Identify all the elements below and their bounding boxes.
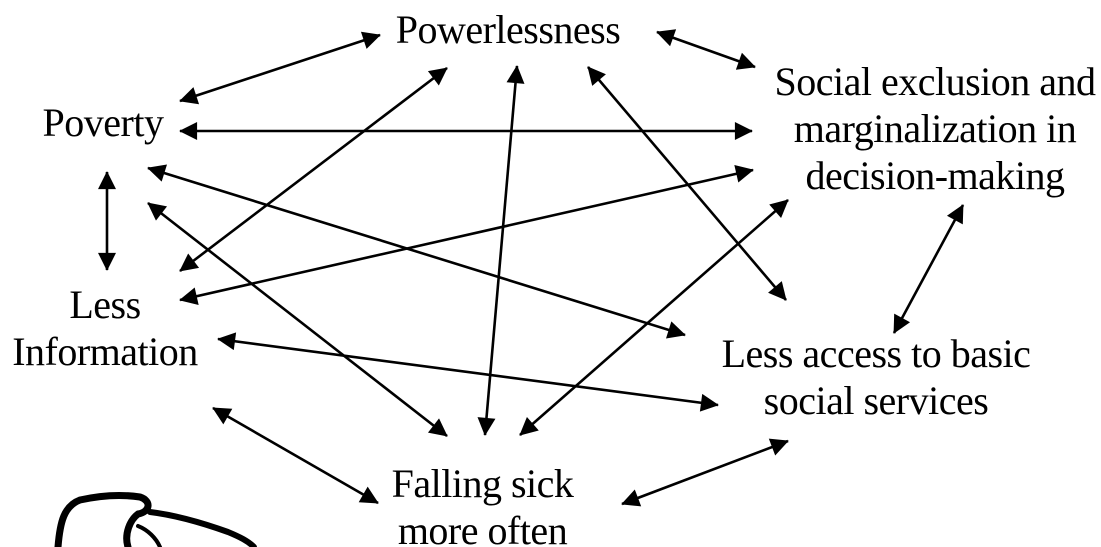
- arrow-powerlessness-social: [656, 29, 756, 70]
- node-social-exclusion: Social exclusion and marginalization in …: [770, 58, 1100, 199]
- node-social-exclusion-line-2: marginalization in: [793, 106, 1077, 151]
- arrow-poverty-powerlessness: [179, 31, 381, 105]
- node-poverty: Poverty: [28, 99, 178, 146]
- arrow-poverty-access: [147, 164, 686, 339]
- node-social-exclusion-line-1: Social exclusion and: [774, 59, 1096, 104]
- node-less-information-line-1: Less: [69, 282, 141, 327]
- arrow-info-access: [217, 332, 719, 412]
- arrow-social-info: [179, 165, 754, 305]
- node-less-information-line-2: Information: [12, 329, 198, 374]
- arrow-powerlessness-access: [587, 66, 787, 301]
- node-falling-sick: Falling sick more often: [370, 460, 595, 547]
- arrow-powerlessness-info: [179, 66, 448, 273]
- node-less-information: Less Information: [0, 281, 210, 375]
- scribble-drawing: [54, 492, 257, 547]
- arrow-powerlessness-sick: [477, 65, 525, 436]
- node-falling-sick-line-2: more often: [397, 508, 568, 547]
- node-less-access: Less access to basic social services: [706, 330, 1046, 424]
- node-social-exclusion-line-3: decision-making: [805, 153, 1065, 198]
- arrow-info-sick: [212, 406, 379, 505]
- arrow-social-access: [892, 204, 965, 334]
- node-poverty-line: Poverty: [42, 100, 164, 145]
- arrow-access-sick: [621, 438, 789, 507]
- node-powerlessness: Powerlessness: [378, 6, 638, 53]
- node-falling-sick-line-1: Falling sick: [391, 461, 574, 506]
- node-less-access-line-1: Less access to basic: [721, 331, 1031, 376]
- node-powerlessness-line: Powerlessness: [395, 7, 621, 52]
- node-less-access-line-2: social services: [763, 378, 989, 423]
